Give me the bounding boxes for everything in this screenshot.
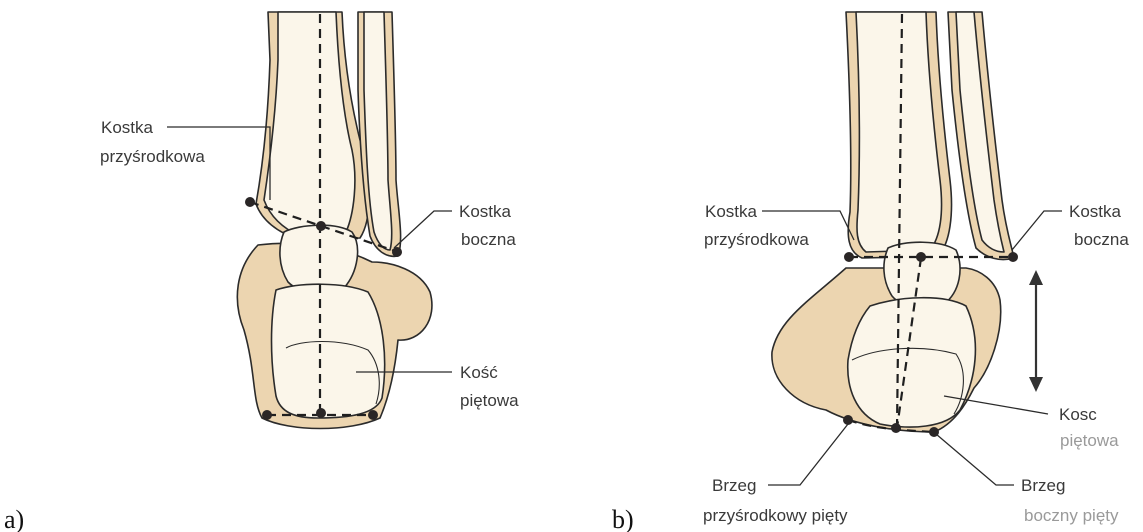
panel-b-label-heel-lateral-1: Brzeg	[1021, 476, 1065, 495]
panel-b-label-heel-lateral-2: boczny pięty	[1024, 506, 1119, 525]
panel-b-leader-heel-medial	[768, 424, 848, 485]
panel-b-height-arrow-top	[1029, 270, 1043, 285]
panel-a: Kostka przyśrodkowa Kostka boczna Kość p…	[4, 12, 519, 532]
panel-b-label-medial-2: przyśrodkowa	[704, 230, 809, 249]
panel-b-leader-heel-lateral	[936, 434, 1014, 485]
panel-b-label-lateral-1: Kostka	[1069, 202, 1122, 221]
panel-a-point-heel-lateral	[368, 410, 378, 420]
panel-b-leader-lateral	[1012, 211, 1062, 250]
panel-b: Kostka przyśrodkowa Kostka boczna Kosc p…	[612, 12, 1129, 532]
panel-b-height-arrow-bottom	[1029, 377, 1043, 392]
panel-b-label-calcaneus-1: Kosc	[1059, 405, 1097, 424]
panel-a-label-lateral-1: Kostka	[459, 202, 512, 221]
panel-b-label-lateral-2: boczna	[1074, 230, 1129, 249]
panel-a-talus	[280, 225, 358, 293]
panel-b-point-lateral-malleolus	[1008, 252, 1018, 262]
panel-a-point-axis-intersection	[316, 221, 326, 231]
panel-a-point-heel-center	[316, 408, 326, 418]
panel-b-point-medial-malleolus	[844, 252, 854, 262]
panel-a-point-heel-medial	[262, 410, 272, 420]
panel-b-point-axis-intersection	[916, 252, 926, 262]
panel-a-label-calcaneus-2: piętowa	[460, 391, 519, 410]
panel-a-point-lateral-malleolus	[392, 247, 402, 257]
panel-b-label-heel-medial-1: Brzeg	[712, 476, 756, 495]
panel-a-label-lateral-2: boczna	[461, 230, 516, 249]
panel-b-label-calcaneus-2: piętowa	[1060, 431, 1119, 450]
panel-a-label-medial-1: Kostka	[101, 118, 154, 137]
panel-a-letter: a)	[4, 505, 24, 532]
panel-a-point-medial-malleolus	[245, 197, 255, 207]
panel-b-label-heel-medial-2: przyśrodkowy pięty	[703, 506, 848, 525]
panel-b-calcaneus-face	[848, 298, 976, 427]
panel-a-label-medial-2: przyśrodkowa	[100, 147, 205, 166]
panel-b-point-heel-medial	[843, 415, 853, 425]
panel-b-letter: b)	[612, 505, 634, 532]
panel-b-label-medial-1: Kostka	[705, 202, 758, 221]
panel-a-leader-lateral	[394, 211, 452, 248]
panel-a-calcaneus-face	[272, 284, 385, 418]
panel-a-label-calcaneus-1: Kość	[460, 363, 498, 382]
panel-b-point-heel-center	[891, 423, 901, 433]
